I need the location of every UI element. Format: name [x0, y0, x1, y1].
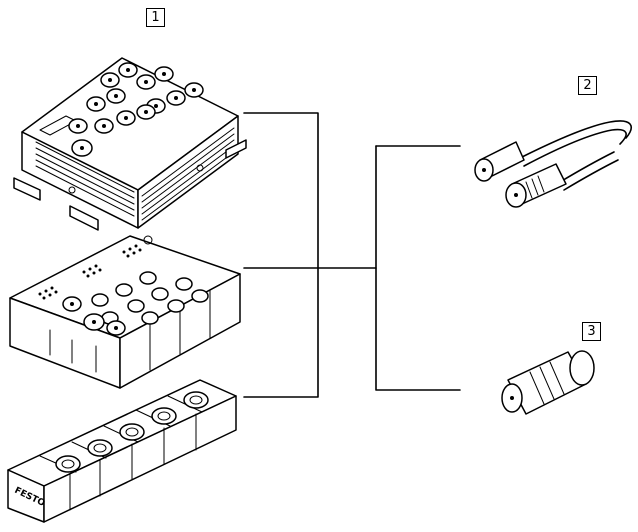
callout-3: 3 — [582, 322, 601, 341]
callout-1-label: 1 — [151, 10, 159, 25]
io-module-3: FESTO — [8, 380, 236, 522]
callout-3-label: 3 — [587, 324, 595, 339]
connecting-cable — [475, 121, 631, 207]
callout-2-label: 2 — [583, 78, 591, 93]
io-module-1 — [14, 58, 246, 230]
callout-1: 1 — [146, 8, 165, 27]
field-plug — [502, 351, 594, 414]
callout-2: 2 — [578, 76, 597, 95]
io-module-2 — [10, 236, 240, 388]
connection-lines — [244, 113, 460, 397]
